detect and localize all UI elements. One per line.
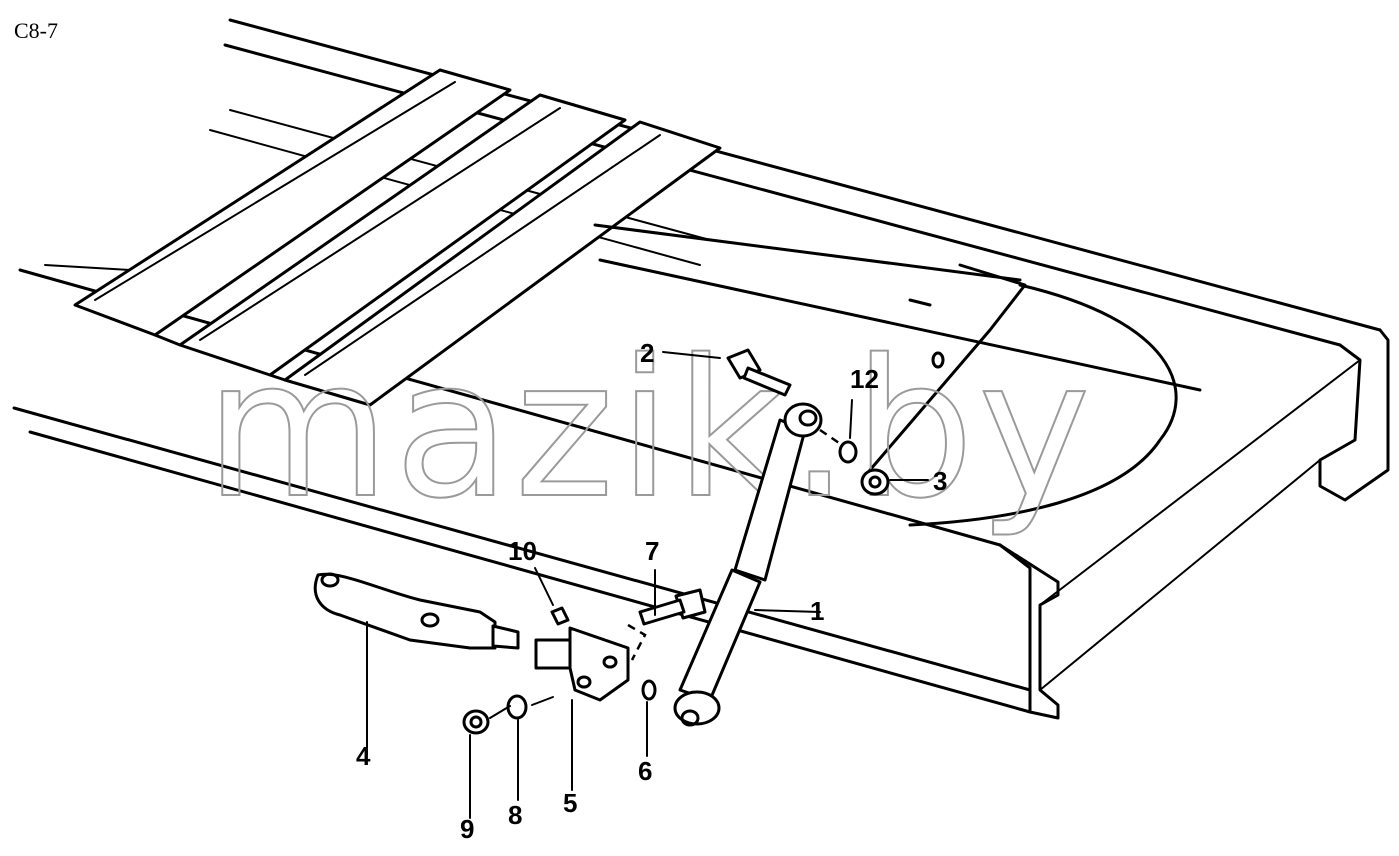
callout-9: 9	[460, 814, 474, 844]
small-washers-nut-lower	[462, 679, 657, 819]
callout-12: 12	[850, 364, 879, 394]
callout-10: 10	[508, 536, 537, 566]
callout-8: 8	[508, 800, 522, 830]
diagram-code: C8-7	[14, 18, 58, 43]
cross-member-c-channel	[998, 328, 1390, 720]
floor-ribs	[73, 68, 1202, 407]
washer-and-nut-upper	[819, 399, 929, 496]
callout-3: 3	[933, 466, 947, 496]
bolt-lower-and-grease-nipple	[534, 567, 707, 626]
clevis	[534, 623, 647, 791]
callout-1: 1	[810, 596, 824, 626]
callout-4: 4	[356, 741, 371, 771]
shock-absorber	[673, 402, 823, 727]
callout-2: 2	[640, 338, 654, 368]
bolt-upper	[662, 348, 792, 397]
lever-arm	[313, 572, 520, 756]
callout-5: 5	[563, 788, 577, 818]
cutout-plate	[868, 263, 1178, 527]
callout-labels: 1 2 3 4 5 6 7 8 9 10 12	[356, 338, 947, 844]
callout-7: 7	[645, 536, 659, 566]
watermark: mazik.by	[205, 319, 1095, 540]
callout-6: 6	[638, 756, 652, 786]
